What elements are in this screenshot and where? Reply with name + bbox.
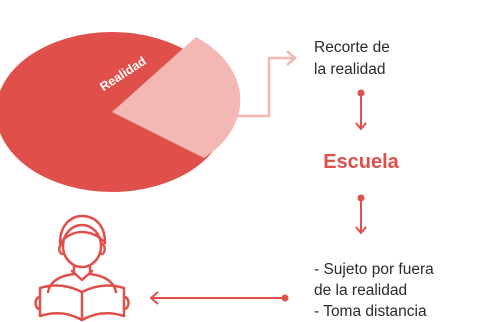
arrow-to-person: [149, 291, 289, 305]
reading-person-icon: [34, 214, 130, 322]
slice-connector-arrow: [222, 50, 297, 118]
recorte-label-line2: la realidad: [314, 61, 386, 78]
arrow-recorte-to-escuela: [355, 89, 367, 131]
realidad-pie: Realidad: [0, 32, 241, 192]
sujeto-line1: - Sujeto por fuera: [314, 261, 434, 278]
recorte-slice: [112, 37, 241, 158]
sujeto-line3: - Toma distancia: [314, 303, 427, 320]
sujeto-line2: de la realidad: [314, 282, 407, 299]
arrow-escuela-to-sujeto: [355, 194, 367, 235]
escuela-label: Escuela: [323, 151, 399, 173]
recorte-label-line1: Recorte de: [314, 39, 390, 56]
